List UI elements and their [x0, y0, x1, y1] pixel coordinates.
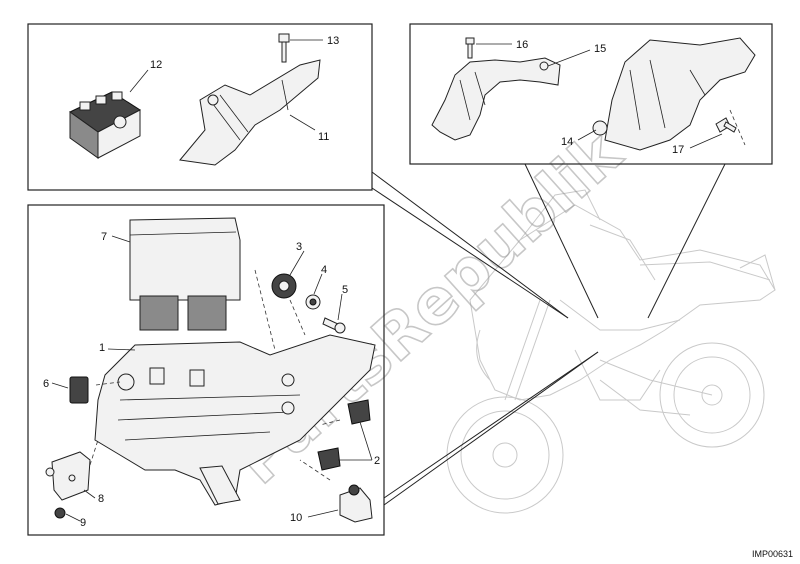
callout-1: 1 [99, 342, 105, 354]
part-13-screw [278, 33, 290, 63]
part-1-tray-bracket [94, 334, 376, 506]
callout-3: 3 [296, 241, 302, 253]
diagram-code: IMP00631 [752, 549, 793, 559]
part-17-screw [715, 117, 737, 133]
detail-box-top-right: 16 15 14 17 [409, 23, 773, 165]
callout-13: 13 [327, 35, 339, 47]
callout-12: 12 [150, 59, 162, 71]
part-10-clamp [339, 484, 373, 523]
part-11-bracket [179, 59, 321, 166]
callout-6: 6 [43, 378, 49, 390]
part-3-gear [271, 273, 297, 299]
detail-box-bottom-left: 7 3 4 5 1 6 2 8 9 10 [27, 204, 385, 536]
part-14-frame-bracket [592, 37, 756, 151]
callout-17: 17 [672, 144, 684, 156]
pointer-lines [371, 163, 726, 506]
callout-14: 14 [561, 136, 573, 148]
motorcycle-silhouette [446, 189, 776, 514]
callout-15: 15 [594, 43, 606, 55]
part-8-small-bracket [45, 451, 91, 501]
part-5-screw [322, 317, 346, 334]
callout-10: 10 [290, 512, 302, 524]
detail-box-top-left: 12 13 11 [27, 23, 373, 191]
part-2-rubber-blocks [317, 399, 371, 471]
callout-9: 9 [80, 517, 86, 529]
callout-4: 4 [321, 264, 327, 276]
callout-16: 16 [516, 39, 528, 51]
callout-2: 2 [374, 455, 380, 467]
part-16-screw [465, 37, 475, 59]
callout-7: 7 [101, 231, 107, 243]
callout-11: 11 [318, 131, 329, 143]
part-12-relay-holder [69, 91, 141, 159]
callout-8: 8 [98, 493, 104, 505]
part-9-screw [54, 507, 66, 519]
part-7-ecu [129, 217, 241, 331]
part-6-pad [69, 376, 89, 404]
part-4-rubber [305, 294, 321, 310]
part-15-headlight-support [431, 57, 561, 141]
callout-5: 5 [342, 284, 348, 296]
